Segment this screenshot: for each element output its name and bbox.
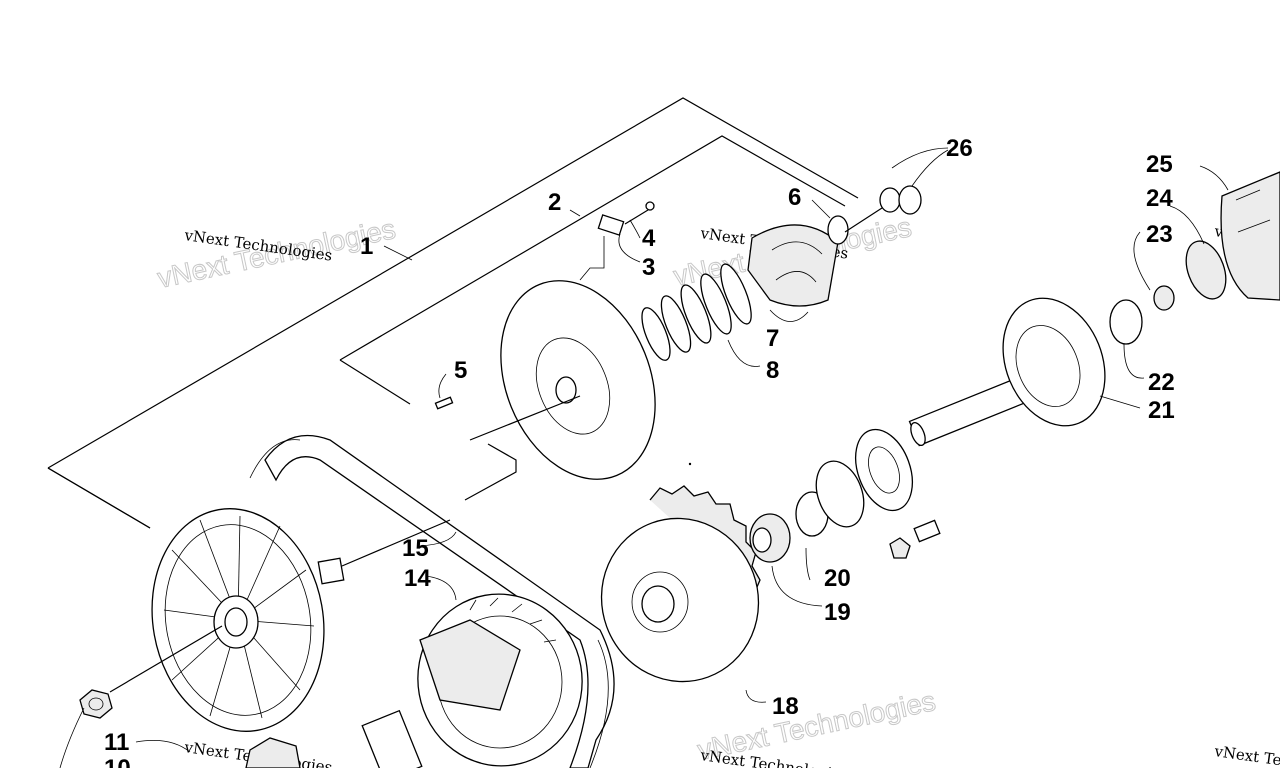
retaining-ring: [1109, 299, 1143, 345]
callout-26: 26: [946, 135, 973, 162]
callout-labels: 1 2 3 4 5 6 7 8 10 11 14 15 18 19 20 21 …: [104, 135, 1175, 773]
one-way-bearing: [1185, 240, 1227, 300]
callout-18: 18: [772, 693, 799, 720]
leader-lines: [59, 147, 1229, 769]
driven-clutch-sheave: [109, 508, 451, 732]
callout-2: 2: [548, 189, 561, 216]
bracket-assembly-2: [339, 135, 846, 405]
callout-15: 15: [402, 535, 429, 562]
moveable-sheave: [469, 280, 656, 480]
clutch-hub: [1220, 171, 1280, 301]
callout-8: 8: [766, 357, 779, 384]
callout-23: 23: [1146, 221, 1173, 248]
spacer: [1153, 285, 1175, 311]
callout-11: 11: [104, 729, 129, 756]
callout-5: 5: [454, 357, 467, 384]
cam: [245, 737, 301, 769]
callout-24: 24: [1146, 185, 1173, 212]
callout-10: 10: [104, 755, 131, 768]
fixed-sheave: [600, 485, 761, 683]
driven-clutch-assembly: [361, 593, 583, 773]
callout-6: 6: [788, 184, 801, 211]
callout-25: 25: [1146, 151, 1173, 178]
watermark-small: vNext Technologies: [1212, 742, 1280, 768]
callout-1: 1: [360, 233, 373, 260]
bracket-assembly-1-path: [47, 97, 859, 529]
driven-shaft: [908, 297, 1106, 447]
callout-3: 3: [642, 254, 655, 281]
washers: [844, 185, 922, 233]
pin: [434, 396, 454, 410]
spring: [641, 263, 752, 361]
snap-ring: [827, 215, 849, 245]
callout-21: 21: [1148, 397, 1175, 424]
callout-22: 22: [1148, 369, 1175, 396]
callout-4: 4: [642, 225, 656, 252]
callout-19: 19: [824, 599, 851, 626]
callout-7: 7: [766, 325, 779, 352]
roller-and-pin: [597, 201, 655, 236]
callout-14: 14: [404, 565, 431, 592]
bearing: [815, 428, 913, 528]
bushing: [749, 513, 791, 563]
callout-20: 20: [824, 565, 851, 592]
stray-dot: [688, 462, 692, 466]
hex-nut: [79, 689, 113, 719]
spider: [747, 224, 839, 307]
bracket-shaft-link: [464, 443, 517, 501]
bolt: [889, 519, 941, 559]
